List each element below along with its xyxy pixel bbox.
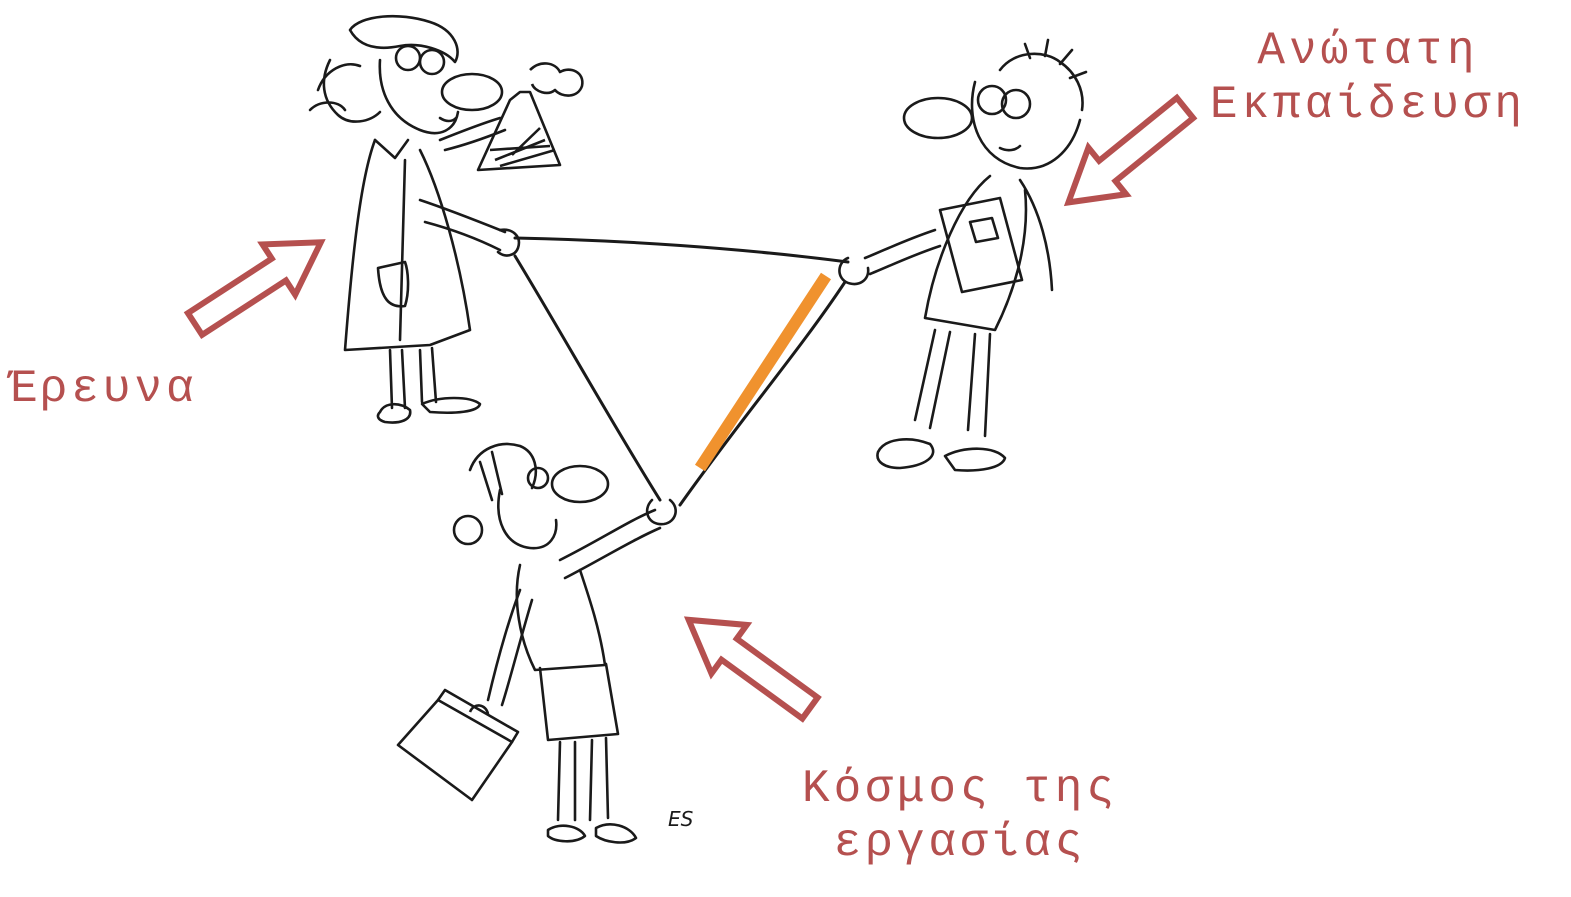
briefcase-icon [398, 690, 518, 800]
rope-right [680, 282, 845, 505]
label-higher-education-line1: Ανώτατη [1168, 24, 1568, 78]
label-research: Έρευνα [8, 362, 198, 416]
scientist-figure [310, 16, 519, 422]
label-world-of-work-line1: Κόσμος της [760, 762, 1160, 816]
label-world-of-work: Κόσμος της εργασίας [760, 762, 1160, 870]
label-research-text: Έρευνα [8, 362, 198, 416]
book-icon [940, 198, 1022, 292]
artist-signature: ES [668, 807, 694, 831]
label-world-of-work-line2: εργασίας [760, 816, 1160, 870]
rope-triangle [515, 238, 848, 505]
student-figure [839, 40, 1086, 471]
rope-top [515, 238, 848, 262]
arrow-icon [179, 217, 337, 349]
arrow-icon [671, 596, 828, 733]
label-higher-education-line2: Εκπαίδευση [1168, 78, 1568, 132]
highlighted-rope-segment [700, 276, 826, 468]
businesswoman-figure [454, 444, 676, 842]
rope-left [515, 256, 660, 500]
label-higher-education: Ανώτατη Εκπαίδευση [1168, 24, 1568, 132]
